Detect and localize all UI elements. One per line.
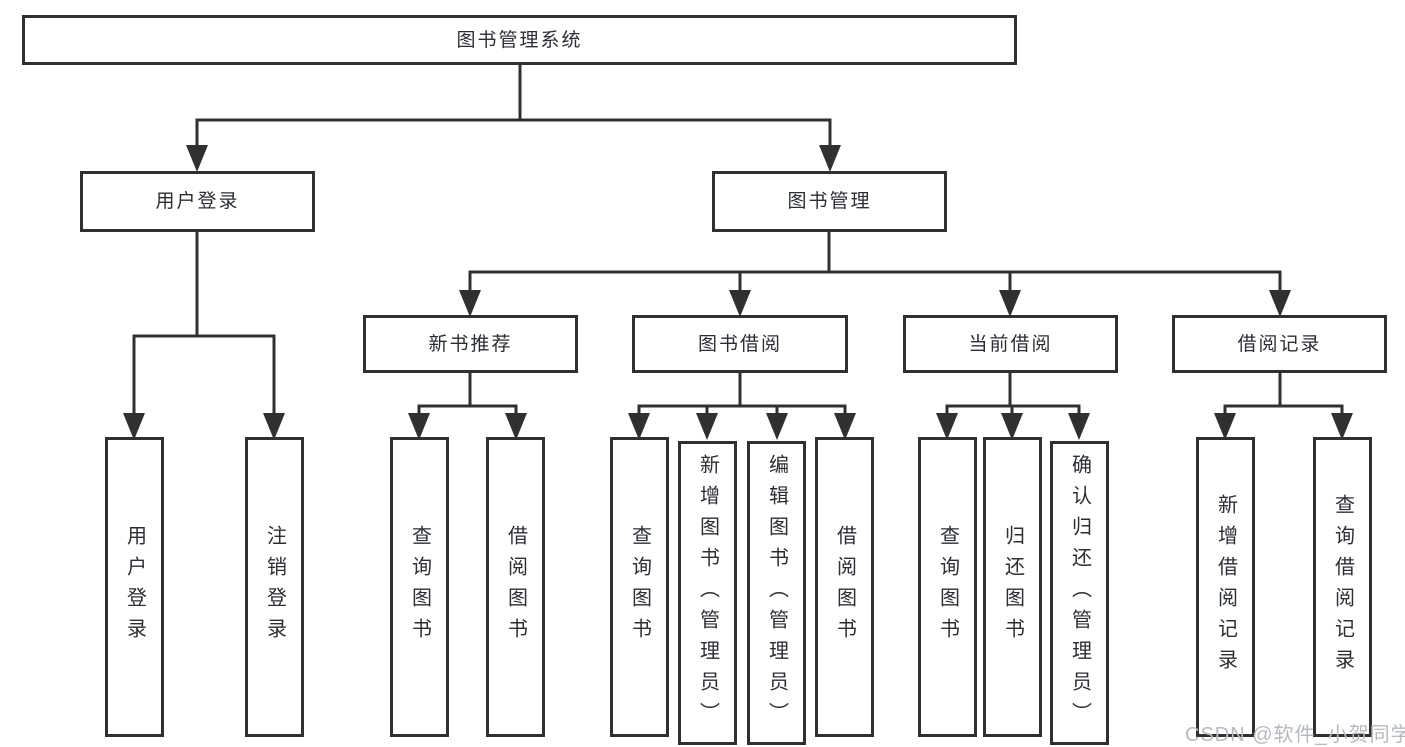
connector-bookborrow-to-leaves xyxy=(637,369,847,416)
arrow-to-cb-query xyxy=(936,413,958,440)
arrow-to-nb-query xyxy=(408,413,430,440)
arrow-to-logout-leaf xyxy=(263,413,285,440)
node-borrow-records-label: 借阅记录 xyxy=(1237,333,1322,355)
node-user-login: 用户登录 xyxy=(80,171,315,232)
arrow-to-borrow-records xyxy=(1269,290,1291,317)
leaf-user-login: 用户登录 xyxy=(105,437,164,737)
arrow-to-br-add xyxy=(1214,413,1236,440)
leaf-cb-return-books-label: 归还图书 xyxy=(1001,525,1024,649)
leaf-bb-borrow-books: 借阅图书 xyxy=(815,437,874,737)
leaf-cb-query-books-label: 查询图书 xyxy=(936,525,959,649)
leaf-nb-borrow-books: 借阅图书 xyxy=(486,437,545,737)
leaf-br-add-record-label: 新增借阅记录 xyxy=(1214,494,1237,680)
node-book-mgmt: 图书管理 xyxy=(712,171,947,232)
connector-currentborrow-to-leaves xyxy=(945,369,1081,416)
arrow-to-cb-return xyxy=(1001,413,1023,440)
arrow-to-br-query xyxy=(1331,413,1353,440)
connector-records-to-leaves xyxy=(1223,369,1344,416)
leaf-bb-edit-books-label: 编辑图书（管理员） xyxy=(765,453,788,733)
node-user-login-label: 用户登录 xyxy=(155,191,240,212)
connector-lines xyxy=(132,62,1344,416)
arrowheads xyxy=(123,145,1353,440)
arrow-to-bb-add xyxy=(696,413,718,440)
leaf-nb-borrow-books-label: 借阅图书 xyxy=(504,525,527,649)
arrow-to-user-login xyxy=(186,145,208,172)
node-new-books: 新书推荐 xyxy=(363,315,578,373)
leaf-bb-add-books: 新增图书（管理员） xyxy=(678,441,737,745)
leaf-bb-borrow-books-label: 借阅图书 xyxy=(833,525,856,649)
csdn-watermark: CSDN @软件_小贺同学 xyxy=(1185,724,1405,746)
leaf-br-add-record: 新增借阅记录 xyxy=(1196,437,1255,737)
node-book-borrow: 图书借阅 xyxy=(632,315,848,373)
leaf-cb-return-books: 归还图书 xyxy=(983,437,1042,737)
leaf-br-query-record-label: 查询借阅记录 xyxy=(1331,494,1354,680)
connector-root-to-level2 xyxy=(195,62,832,148)
leaf-br-query-record: 查询借阅记录 xyxy=(1313,437,1372,737)
arrow-to-new-books xyxy=(459,290,481,317)
node-new-books-label: 新书推荐 xyxy=(428,333,513,355)
leaf-bb-query-books-label: 查询图书 xyxy=(628,525,651,649)
arrow-to-book-mgmt xyxy=(819,145,841,172)
node-current-borrow: 当前借阅 xyxy=(903,315,1118,373)
node-borrow-records: 借阅记录 xyxy=(1172,315,1387,373)
leaf-cb-confirm-return-label: 确认归还（管理员） xyxy=(1068,453,1091,733)
leaf-nb-query-books: 查询图书 xyxy=(390,437,449,737)
node-root-label: 图书管理系统 xyxy=(456,29,583,51)
leaf-bb-edit-books: 编辑图书（管理员） xyxy=(747,441,806,745)
connector-newbooks-to-leaves xyxy=(417,369,518,416)
arrow-to-nb-borrow xyxy=(505,413,527,440)
leaf-cb-confirm-return: 确认归还（管理员） xyxy=(1050,441,1109,745)
arrow-to-current-borrow xyxy=(999,290,1021,317)
leaf-cb-query-books: 查询图书 xyxy=(918,437,977,737)
leaf-nb-query-books-label: 查询图书 xyxy=(408,525,431,649)
arrow-to-bb-edit xyxy=(766,413,788,440)
arrow-to-cb-confirm xyxy=(1068,413,1090,440)
leaf-bb-add-books-label: 新增图书（管理员） xyxy=(696,453,719,733)
arrow-to-bb-borrow xyxy=(834,413,856,440)
node-book-mgmt-label: 图书管理 xyxy=(787,191,872,212)
arrow-to-book-borrow xyxy=(729,290,751,317)
connector-userlogin-to-leaves xyxy=(132,228,276,416)
node-root: 图书管理系统 xyxy=(22,15,1017,65)
leaf-logout-label: 注销登录 xyxy=(263,525,286,649)
node-book-borrow-label: 图书借阅 xyxy=(697,333,782,355)
node-current-borrow-label: 当前借阅 xyxy=(968,333,1053,355)
connector-bookmgmt-to-level3 xyxy=(468,228,1282,294)
arrow-to-bb-query xyxy=(628,413,650,440)
arrow-to-user-login-leaf xyxy=(123,413,145,440)
leaf-bb-query-books: 查询图书 xyxy=(610,437,669,737)
leaf-user-login-label: 用户登录 xyxy=(123,525,146,649)
leaf-logout: 注销登录 xyxy=(245,437,304,737)
